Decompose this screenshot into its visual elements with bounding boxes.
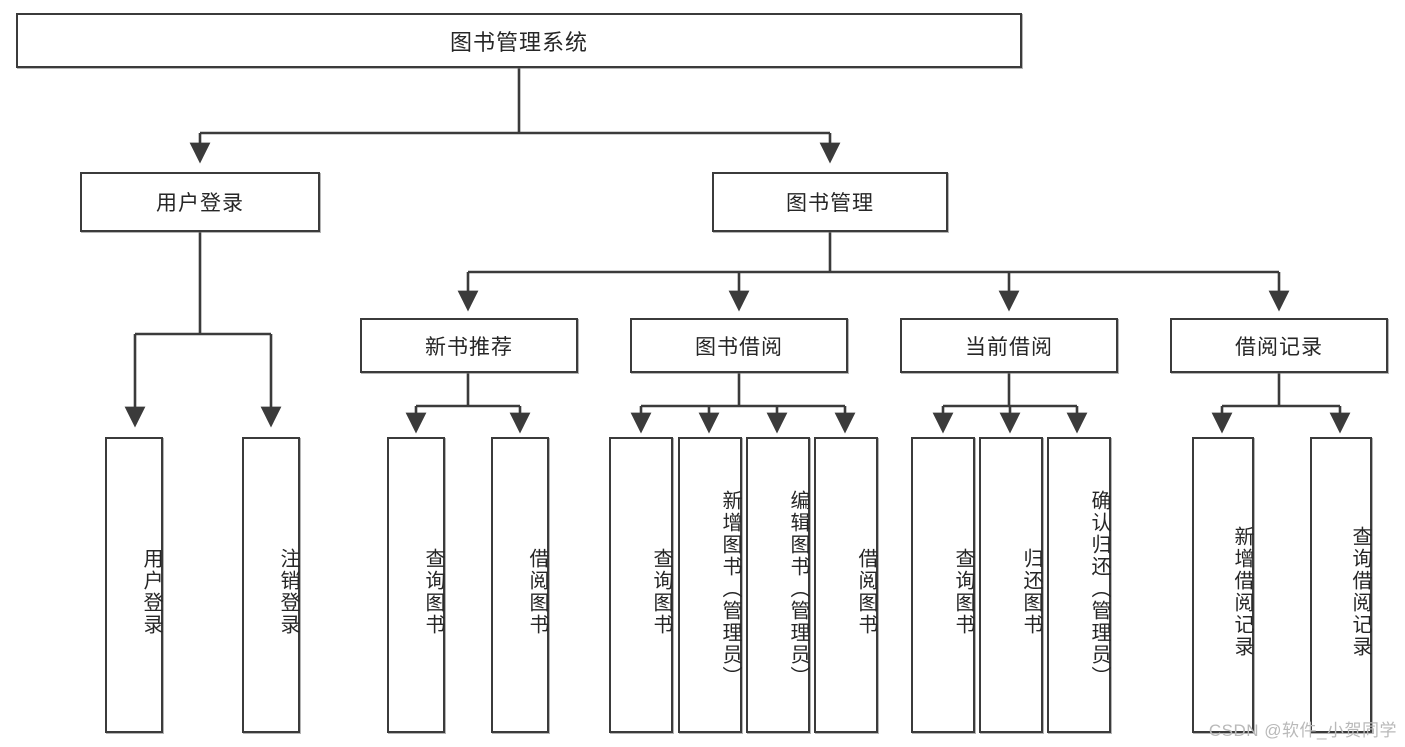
leaf-query-book-current[interactable]: 查询图书 [911, 437, 975, 733]
leaf-query-borrowing-record[interactable]: 查询借阅记录 [1310, 437, 1372, 733]
leaf-add-book-admin[interactable]: 新增图书（管理员） [678, 437, 742, 733]
csdn-watermark: CSDN @软件_小贺同学 [1208, 721, 1397, 740]
leaf-user-login[interactable]: 用户登录 [105, 437, 163, 733]
node-label: 新增图书（管理员） [719, 490, 741, 688]
leaf-borrow-book-borrowing[interactable]: 借阅图书 [814, 437, 878, 733]
node-book-borrowing[interactable]: 图书借阅 [630, 318, 848, 373]
leaf-borrow-book-recommendation[interactable]: 借阅图书 [491, 437, 549, 733]
node-root-book-management-system[interactable]: 图书管理系统 [16, 13, 1022, 68]
leaf-edit-book-admin[interactable]: 编辑图书（管理员） [746, 437, 810, 733]
node-label: 用户登录 [156, 192, 244, 215]
node-label: 用户登录 [140, 548, 162, 636]
node-label: 查询图书 [650, 548, 672, 636]
node-label: 当前借阅 [965, 335, 1053, 359]
node-label: 查询图书 [952, 548, 974, 636]
leaf-query-book-recommendation[interactable]: 查询图书 [387, 437, 445, 733]
node-user-login[interactable]: 用户登录 [80, 172, 320, 232]
node-label: 编辑图书（管理员） [787, 490, 809, 688]
node-label: 借阅图书 [855, 548, 877, 636]
node-label: 新书推荐 [425, 335, 513, 359]
node-label: 图书管理系统 [449, 29, 588, 55]
node-label: 归还图书 [1020, 548, 1042, 636]
node-label: 查询图书 [422, 548, 444, 636]
node-label: 图书管理 [786, 192, 874, 215]
node-label: 查询借阅记录 [1349, 526, 1371, 658]
leaf-add-borrowing-record[interactable]: 新增借阅记录 [1192, 437, 1254, 733]
node-label: 确认归还（管理员） [1088, 490, 1110, 688]
leaf-return-book[interactable]: 归还图书 [979, 437, 1043, 733]
leaf-query-book-borrowing[interactable]: 查询图书 [609, 437, 673, 733]
leaf-user-logout[interactable]: 注销登录 [242, 437, 300, 733]
node-label: 注销登录 [277, 548, 299, 636]
node-current-borrowing[interactable]: 当前借阅 [900, 318, 1118, 373]
leaf-confirm-return-admin[interactable]: 确认归还（管理员） [1047, 437, 1111, 733]
node-borrowing-records[interactable]: 借阅记录 [1170, 318, 1388, 373]
node-label: 图书借阅 [695, 335, 783, 359]
node-label: 借阅图书 [526, 548, 548, 636]
node-new-book-recommendation[interactable]: 新书推荐 [360, 318, 578, 373]
node-book-management[interactable]: 图书管理 [712, 172, 948, 232]
node-label: 新增借阅记录 [1231, 526, 1253, 658]
node-label: 借阅记录 [1235, 335, 1323, 359]
